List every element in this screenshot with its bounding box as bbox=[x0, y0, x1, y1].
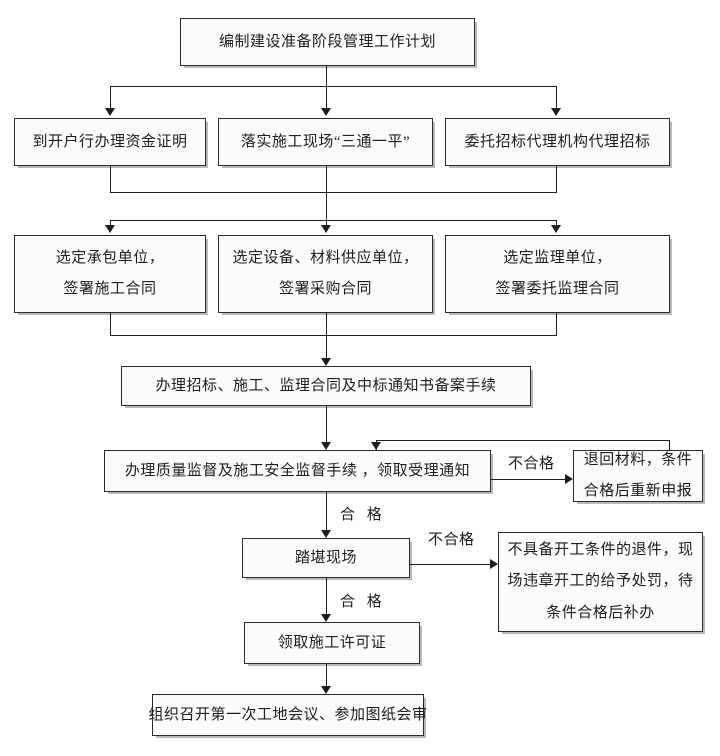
node-quality[interactable]: 办理质量监督及施工安全监督手续 ，领取受理通知 bbox=[104, 450, 491, 492]
edge-bus-row3-mid-drop bbox=[326, 220, 327, 227]
node-survey[interactable]: 踏堪现场 bbox=[242, 538, 410, 578]
arrow-to-fund bbox=[105, 108, 115, 116]
node-return-material[interactable]: 退回材料，条件 合格后重新申报 bbox=[573, 450, 703, 502]
node-plan[interactable]: 编制建设准备阶段管理工作计划 bbox=[180, 18, 475, 66]
edge-permit-stem bbox=[326, 664, 327, 688]
node-fund-label: 到开户行办理资金证明 bbox=[32, 133, 188, 150]
node-fund[interactable]: 到开户行办理资金证明 bbox=[14, 118, 206, 166]
edge-bus-row2-left-drop bbox=[110, 86, 111, 110]
node-survey-label: 踏堪现场 bbox=[294, 549, 357, 566]
node-supplier-line1: 选定设备、材料供应单位， bbox=[232, 249, 419, 266]
node-filing[interactable]: 办理招标、施工、监理合同及中标通知书备案手续 bbox=[121, 366, 531, 406]
arrow-to-permit bbox=[321, 614, 331, 622]
edge-site-stem bbox=[326, 166, 327, 220]
arrow-to-return-material bbox=[565, 474, 573, 484]
arrow-to-site bbox=[321, 108, 331, 116]
edge-bus-row3-left-drop bbox=[110, 220, 111, 227]
edge-return-feedback-top bbox=[376, 440, 670, 441]
node-contractor-line2: 签署施工合同 bbox=[63, 281, 157, 297]
edge-supervisor-stem bbox=[556, 313, 557, 335]
edge-bus-merge-row3 bbox=[110, 335, 557, 336]
node-site-label: 落实施工现场“三通一平” bbox=[240, 133, 411, 150]
arrow-to-quality bbox=[321, 442, 331, 450]
arrow-to-penalty bbox=[490, 559, 498, 569]
arrow-to-meeting bbox=[321, 686, 331, 694]
arrow-to-supplier bbox=[321, 225, 331, 233]
node-return-material-line2: 合格后重新申报 bbox=[583, 483, 693, 499]
node-contractor[interactable]: 选定承包单位， 签署施工合同 bbox=[14, 235, 206, 313]
arrow-feedback-to-quality bbox=[371, 442, 381, 450]
edge-agency-stem bbox=[556, 166, 557, 192]
node-permit[interactable]: 领取施工许可证 bbox=[244, 622, 420, 664]
edge-bus-merge-row2 bbox=[110, 192, 557, 193]
arrow-to-supervisor bbox=[551, 225, 561, 233]
edge-filing-stem bbox=[326, 406, 327, 444]
node-penalty-line3: 条件合格后补办 bbox=[546, 604, 655, 621]
edge-bus-row3-right-drop bbox=[556, 220, 557, 227]
node-site[interactable]: 落实施工现场“三通一平” bbox=[218, 118, 433, 166]
edge-bus-row2-right-drop bbox=[556, 86, 557, 110]
arrow-to-survey bbox=[321, 530, 331, 538]
edge-bus-row3 bbox=[110, 220, 557, 221]
edge-plan-stem bbox=[326, 66, 327, 86]
edge-contractor-stem bbox=[110, 313, 111, 335]
node-permit-label: 领取施工许可证 bbox=[277, 634, 387, 651]
node-supervisor-line2: 签署委托监理合同 bbox=[495, 281, 620, 297]
arrow-to-agency bbox=[551, 108, 561, 116]
edge-label-unqualified-survey: 不合格 bbox=[428, 532, 475, 548]
edge-label-qualified-quality: 合 格 bbox=[340, 507, 386, 523]
edge-quality-to-return bbox=[491, 479, 567, 480]
edge-quality-stem bbox=[326, 492, 327, 532]
node-return-material-line1: 退回材料，条件 bbox=[583, 451, 693, 468]
arrow-to-contractor bbox=[105, 225, 115, 233]
node-meeting[interactable]: 组织召开第一次工地会议、参加图纸会审 bbox=[149, 694, 427, 736]
edge-survey-stem bbox=[326, 578, 327, 616]
node-supplier[interactable]: 选定设备、材料供应单位， 签署采购合同 bbox=[218, 235, 433, 313]
edge-fund-stem bbox=[110, 166, 111, 192]
node-agency-label: 委托招标代理机构代理招标 bbox=[464, 133, 651, 150]
node-plan-label: 编制建设准备阶段管理工作计划 bbox=[218, 33, 436, 50]
node-supervisor[interactable]: 选定监理单位， 签署委托监理合同 bbox=[445, 235, 670, 313]
node-agency[interactable]: 委托招标代理机构代理招标 bbox=[445, 118, 670, 166]
node-supplier-line2: 签署采购合同 bbox=[278, 281, 372, 297]
node-filing-label: 办理招标、施工、监理合同及中标通知书备案手续 bbox=[155, 377, 497, 394]
edge-return-up-stem bbox=[669, 440, 670, 450]
edge-label-unqualified-quality: 不合格 bbox=[508, 456, 555, 472]
node-quality-label: 办理质量监督及施工安全监督手续 ，领取受理通知 bbox=[124, 462, 471, 479]
node-penalty-line1: 不具备开工条件的退件，现 bbox=[507, 542, 694, 559]
edge-supplier-stem bbox=[326, 313, 327, 360]
arrow-to-filing bbox=[321, 358, 331, 366]
node-penalty-line2: 场违章开工的给予处罚，待 bbox=[507, 573, 694, 590]
edge-label-qualified-survey: 合 格 bbox=[340, 594, 386, 610]
node-supervisor-line1: 选定监理单位， bbox=[503, 249, 612, 266]
node-meeting-label: 组织召开第一次工地会议、参加图纸会审 bbox=[148, 706, 428, 723]
edge-survey-to-penalty bbox=[410, 564, 492, 565]
edge-bus-row2-mid-drop bbox=[326, 86, 327, 110]
node-contractor-line1: 选定承包单位， bbox=[55, 249, 165, 266]
node-penalty[interactable]: 不具备开工条件的退件，现 场违章开工的给予处罚，待 条件合格后补办 bbox=[498, 532, 703, 632]
edge-bus-row2 bbox=[110, 86, 557, 87]
